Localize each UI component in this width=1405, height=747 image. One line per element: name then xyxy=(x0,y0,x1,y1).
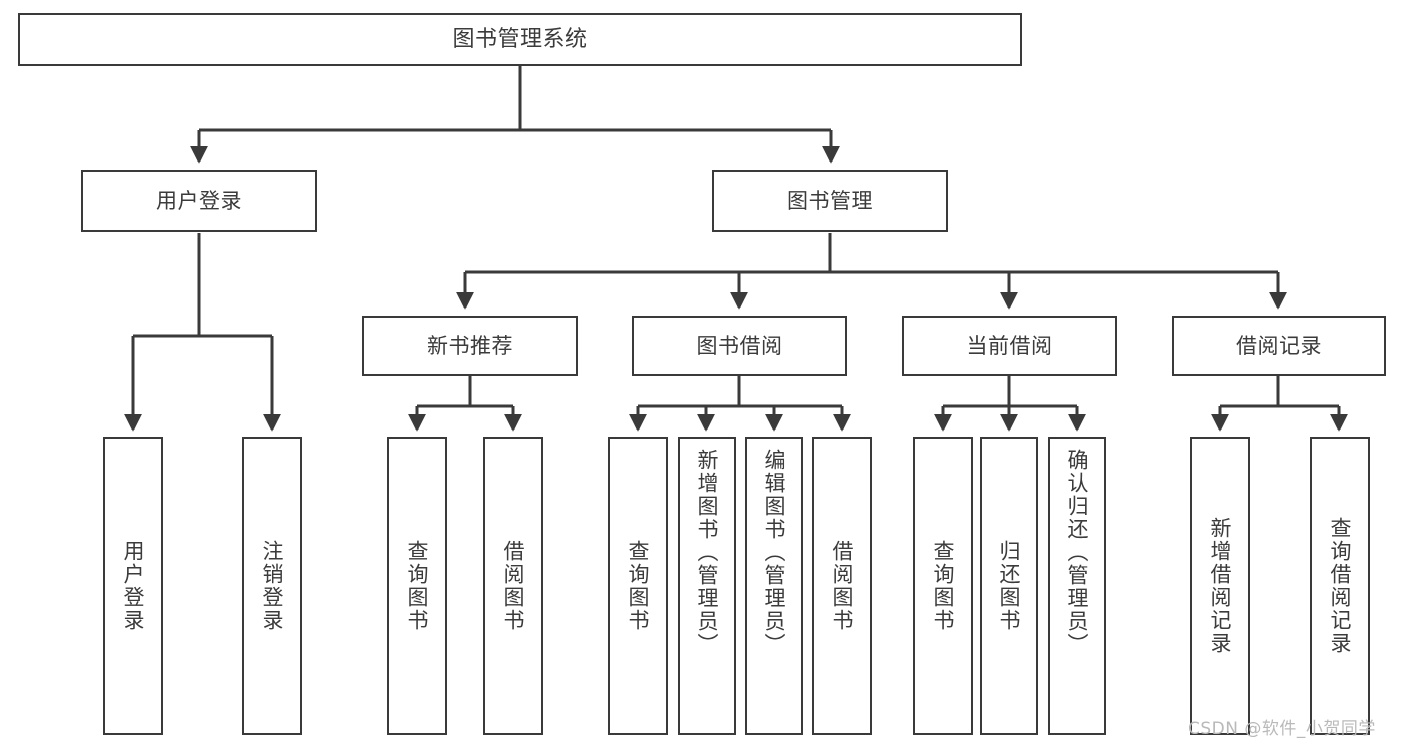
node-leaf-borrow-book-1[interactable]: 借阅图书 xyxy=(483,437,543,735)
node-user-login[interactable]: 用户登录 xyxy=(81,170,317,232)
node-leaf-query-book-1-label: 查询图书 xyxy=(405,540,430,632)
node-leaf-edit-book-label: 编辑图书（管理员） xyxy=(762,449,787,656)
node-leaf-user-login[interactable]: 用户登录 xyxy=(103,437,163,735)
node-new-book-recommend-label: 新书推荐 xyxy=(427,333,513,358)
node-leaf-add-borrow-record[interactable]: 新增借阅记录 xyxy=(1190,437,1250,735)
node-leaf-borrow-book-2[interactable]: 借阅图书 xyxy=(812,437,872,735)
node-leaf-user-login-label: 用户登录 xyxy=(121,540,146,632)
watermark: CSDN @软件_小贺同学 xyxy=(1188,719,1376,739)
node-leaf-add-book[interactable]: 新增图书（管理员） xyxy=(678,437,736,735)
node-book-manage[interactable]: 图书管理 xyxy=(712,170,948,232)
node-current-borrow-label: 当前借阅 xyxy=(966,333,1053,358)
node-leaf-borrow-book-2-label: 借阅图书 xyxy=(830,540,855,632)
node-leaf-confirm-return-label: 确认归还（管理员） xyxy=(1065,449,1090,656)
node-leaf-query-book-3[interactable]: 查询图书 xyxy=(913,437,973,735)
node-leaf-confirm-return[interactable]: 确认归还（管理员） xyxy=(1048,437,1106,735)
node-leaf-add-book-label: 新增图书（管理员） xyxy=(695,449,720,656)
node-borrow-record-label: 借阅记录 xyxy=(1236,333,1322,358)
node-leaf-query-book-3-label: 查询图书 xyxy=(931,540,956,632)
node-leaf-query-borrow-record[interactable]: 查询借阅记录 xyxy=(1310,437,1370,735)
node-leaf-edit-book[interactable]: 编辑图书（管理员） xyxy=(745,437,803,735)
node-new-book-recommend[interactable]: 新书推荐 xyxy=(362,316,578,376)
node-leaf-query-book-2[interactable]: 查询图书 xyxy=(608,437,668,735)
node-leaf-return-book[interactable]: 归还图书 xyxy=(980,437,1038,735)
node-leaf-logout-login[interactable]: 注销登录 xyxy=(242,437,302,735)
node-book-manage-label: 图书管理 xyxy=(787,188,873,213)
node-current-borrow[interactable]: 当前借阅 xyxy=(902,316,1117,376)
node-root[interactable]: 图书管理系统 xyxy=(18,13,1022,66)
node-user-login-label: 用户登录 xyxy=(156,188,242,213)
node-root-label: 图书管理系统 xyxy=(452,26,588,52)
node-book-borrow[interactable]: 图书借阅 xyxy=(632,316,847,376)
node-leaf-query-book-2-label: 查询图书 xyxy=(626,540,651,632)
node-borrow-record[interactable]: 借阅记录 xyxy=(1172,316,1386,376)
node-leaf-borrow-book-1-label: 借阅图书 xyxy=(501,540,526,632)
node-leaf-return-book-label: 归还图书 xyxy=(997,540,1022,632)
node-leaf-query-book-1[interactable]: 查询图书 xyxy=(387,437,447,735)
node-leaf-query-borrow-record-label: 查询借阅记录 xyxy=(1328,517,1353,655)
node-leaf-add-borrow-record-label: 新增借阅记录 xyxy=(1208,517,1233,655)
node-book-borrow-label: 图书借阅 xyxy=(696,333,783,358)
node-leaf-logout-login-label: 注销登录 xyxy=(260,540,285,632)
